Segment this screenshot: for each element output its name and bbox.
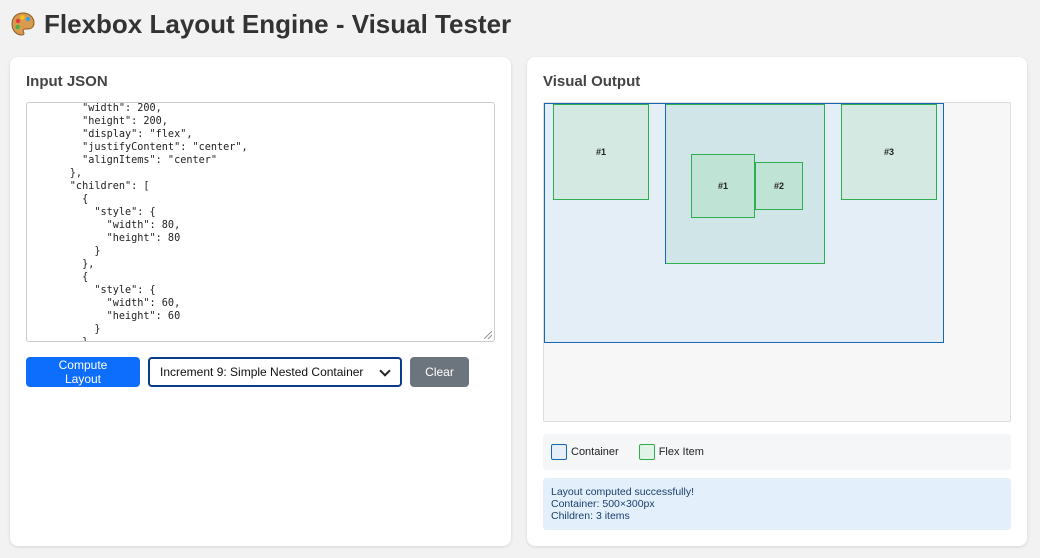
- nested-container-edge: [665, 104, 666, 264]
- input-panel-heading: Input JSON: [26, 73, 108, 90]
- resize-handle-icon[interactable]: [484, 331, 492, 339]
- status-line-1: Layout computed successfully!: [551, 486, 694, 498]
- flex-item-3-box: #3: [841, 104, 937, 200]
- input-controls: Compute Layout Increment 9: Simple Neste…: [26, 357, 469, 387]
- flex-item-1-label: #1: [595, 147, 606, 157]
- clear-button[interactable]: Clear: [410, 357, 469, 387]
- legend-container-label: Container: [571, 446, 619, 458]
- output-panel-heading: Visual Output: [543, 73, 641, 90]
- nested-item-2-box: #2: [755, 162, 803, 210]
- preset-select-value: Increment 9: Simple Nested Container: [160, 365, 364, 379]
- flex-item-3-label: #3: [883, 147, 894, 157]
- flex-item-1-box: #1: [553, 104, 649, 200]
- json-input-textarea[interactable]: "width": 200, "height": 200, "display": …: [26, 102, 495, 342]
- page-title-text: Flexbox Layout Engine - Visual Tester: [44, 8, 512, 39]
- compute-layout-button[interactable]: Compute Layout: [26, 357, 140, 387]
- nested-item-1-label: #1: [717, 181, 728, 191]
- nested-item-2-label: #2: [773, 181, 784, 191]
- json-input-content: "width": 200, "height": 200, "display": …: [69, 103, 248, 341]
- palette-icon: [10, 11, 36, 37]
- legend-container: Container: [551, 444, 619, 460]
- flex-item-swatch-icon: [638, 444, 655, 460]
- nested-item-1-box: #1: [691, 154, 755, 218]
- preset-select[interactable]: Increment 9: Simple Nested Container: [148, 357, 402, 387]
- status-line-3: Children: 3 items: [551, 510, 630, 522]
- page-title: Flexbox Layout Engine - Visual Tester: [10, 6, 511, 42]
- output-panel: Visual Output #1 #1 #2 #3 Container Flex…: [527, 57, 1027, 546]
- legend-flex-item: Flex Item: [638, 444, 704, 460]
- layout-canvas: #1 #1 #2 #3: [543, 102, 1011, 422]
- status-message: Layout computed successfully! Container:…: [543, 478, 1011, 530]
- input-panel: Input JSON "width": 200, "height": 200, …: [10, 57, 511, 546]
- legend: Container Flex Item: [543, 434, 1011, 470]
- container-swatch-icon: [551, 444, 567, 460]
- chevron-down-icon: [378, 365, 392, 379]
- legend-flex-item-label: Flex Item: [658, 446, 704, 458]
- status-line-2: Container: 500×300px: [551, 498, 655, 510]
